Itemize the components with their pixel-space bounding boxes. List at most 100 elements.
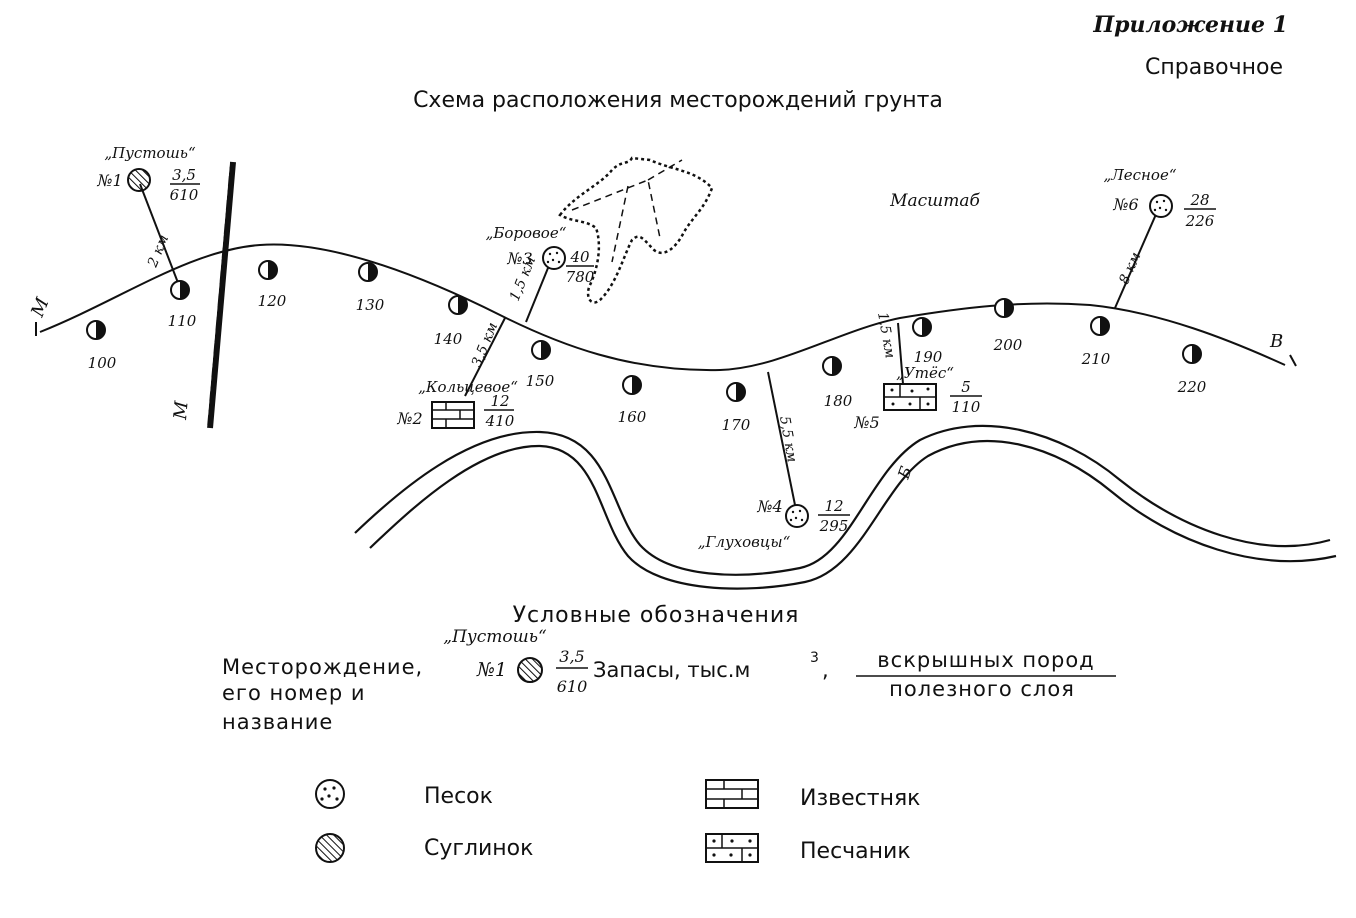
deposit-4-bottom: 295 xyxy=(819,517,849,535)
deposit-4-name: „Глуховцы“ xyxy=(698,533,791,551)
sand-symbol-icon xyxy=(1149,194,1173,218)
km-marker: 100 xyxy=(86,320,117,372)
legend-limestone-label: Известняк xyxy=(800,786,920,811)
deposit-3: „Боровое“ №3 40 780 xyxy=(486,224,595,286)
km-marker-half-fill xyxy=(458,296,467,314)
km-marker-label: 120 xyxy=(258,292,287,310)
km-markers: 100 110 120 130 140 150 160 170 180 190 200 210 220 xyxy=(86,260,1207,434)
limestone-symbol-icon xyxy=(705,779,759,809)
legend: Условные обозначения „Пустошь“ Месторожд… xyxy=(222,603,1116,864)
km-marker-label: 180 xyxy=(824,392,853,410)
deposit-3-number: №3 xyxy=(506,249,532,268)
deposit-5-number: №5 xyxy=(853,413,879,432)
distance-label-2: 3,5 км xyxy=(469,320,501,369)
deposit-2-number: №2 xyxy=(396,409,422,428)
km-marker: 180 xyxy=(822,356,853,410)
deposit-1-name: „Пустошь“ xyxy=(104,144,196,162)
km-marker: 210 xyxy=(1081,316,1111,368)
km-marker: 110 xyxy=(168,280,197,330)
km-marker-label: 210 xyxy=(1081,350,1111,368)
legend-example-number: №1 xyxy=(476,659,507,681)
km-marker-label: 110 xyxy=(168,312,197,330)
railway-line xyxy=(205,161,236,429)
legend-example-bottom: 610 xyxy=(557,677,588,696)
deposit-1-number: №1 xyxy=(96,171,122,190)
sandstone-symbol-icon xyxy=(883,383,937,411)
deposit-6-name: „Лесное“ xyxy=(1103,166,1176,184)
deposit-2-bottom: 410 xyxy=(485,412,515,430)
km-marker-half-fill xyxy=(1004,299,1013,317)
river-label: Б xyxy=(894,464,916,483)
legend-useful-layer: полезного слоя xyxy=(889,677,1075,701)
river xyxy=(354,424,1337,590)
km-marker-label: 140 xyxy=(434,330,463,348)
highway-arrows xyxy=(35,322,1297,367)
deposit-6-top: 28 xyxy=(1189,191,1209,209)
highway-start-label: М xyxy=(27,294,54,320)
reference-label: Справочное xyxy=(1145,55,1283,80)
km-marker-label: 100 xyxy=(88,354,117,372)
legend-example-symbol-icon xyxy=(517,657,543,683)
legend-limestone: Известняк xyxy=(705,779,920,811)
km-marker-label: 160 xyxy=(618,408,647,426)
deposit-4-top: 12 xyxy=(824,497,843,515)
deposit-3-name: „Боровое“ xyxy=(486,224,567,242)
km-marker-label: 220 xyxy=(1177,378,1207,396)
legend-deposit-line-3: название xyxy=(222,710,333,734)
deposit-3-top: 40 xyxy=(569,248,590,266)
forest-area xyxy=(558,156,714,304)
km-marker: 190 xyxy=(912,317,943,366)
deposit-6-bottom: 226 xyxy=(1185,212,1215,230)
highway-line xyxy=(39,243,1286,372)
deposit-2-top: 12 xyxy=(490,392,509,410)
deposit-5: „Утёс“ №5 5 110 xyxy=(853,364,982,432)
km-marker: 120 xyxy=(258,260,287,310)
deposit-3-bottom: 780 xyxy=(566,268,595,286)
deposit-1-top: 3,5 xyxy=(172,166,196,184)
legend-sand-label: Песок xyxy=(424,784,493,809)
deposit-5-top: 5 xyxy=(961,378,971,396)
distance-label-6: 8 км xyxy=(1116,250,1144,287)
deposit-5-bottom: 110 xyxy=(952,398,981,416)
deposit-2-name: „Кольцевое“ xyxy=(418,378,518,396)
deposit-5-name: „Утёс“ xyxy=(896,364,954,382)
deposit-6-number: №6 xyxy=(1112,195,1138,214)
km-marker-label: 170 xyxy=(722,416,751,434)
legend-overburden: вскрышных пород xyxy=(877,648,1094,672)
sand-symbol-icon xyxy=(542,246,566,270)
km-marker: 140 xyxy=(434,295,468,348)
km-marker-half-fill xyxy=(832,357,841,375)
km-marker-half-fill xyxy=(541,341,550,359)
km-marker: 150 xyxy=(526,340,555,390)
km-marker-half-fill xyxy=(736,383,745,401)
km-marker: 200 xyxy=(993,298,1023,354)
km-marker-half-fill xyxy=(1100,317,1109,335)
deposit-1-bottom: 610 xyxy=(170,186,199,204)
legend-reserves-comma: , xyxy=(822,658,829,682)
legend-example-top: 3,5 xyxy=(559,647,584,666)
highway-end-label: В xyxy=(1269,331,1283,352)
loam-symbol-icon xyxy=(315,833,345,863)
km-marker-half-fill xyxy=(1192,345,1201,363)
km-marker-label: 130 xyxy=(356,296,385,314)
km-marker-half-fill xyxy=(368,263,377,281)
limestone-symbol-icon xyxy=(431,401,475,429)
km-marker: 130 xyxy=(356,262,385,314)
deposit-1: „Пустошь“ №1 3,5 610 xyxy=(96,144,200,204)
legend-loam: Суглинок xyxy=(315,833,533,863)
distance-label-1: 2 км xyxy=(144,233,172,271)
km-marker-half-fill xyxy=(96,321,105,339)
access-roads xyxy=(139,183,1158,506)
deposit-4: №4 12 295 „Глуховцы“ xyxy=(698,497,850,551)
scale-label: Масштаб xyxy=(889,191,980,211)
km-marker-half-fill xyxy=(180,281,189,299)
appendix-label: Приложение 1 xyxy=(1092,12,1288,38)
km-marker-half-fill xyxy=(268,261,277,279)
legend-reserves-superscript: 3 xyxy=(810,650,819,666)
km-marker-label: 190 xyxy=(914,348,943,366)
deposit-4-number: №4 xyxy=(756,497,782,516)
railway-label: М xyxy=(170,400,193,422)
km-marker-half-fill xyxy=(632,376,641,394)
sand-symbol-icon xyxy=(315,779,345,809)
